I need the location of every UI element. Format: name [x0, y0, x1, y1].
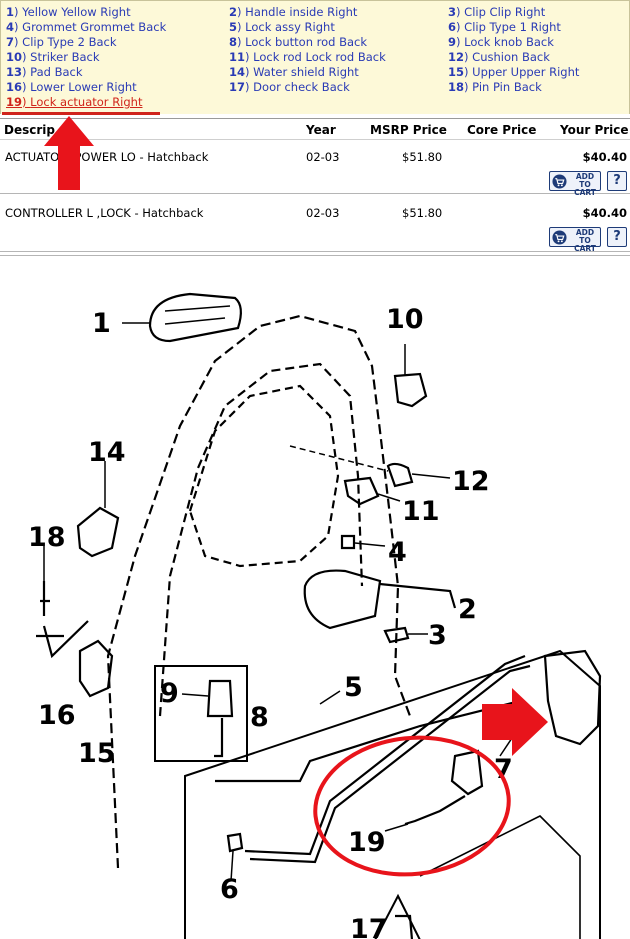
- part-4-grommet: [340, 534, 356, 550]
- legend-column-1: 1) Yellow Yellow Right 4) Grommet Gromme…: [6, 5, 166, 110]
- part-15-upper-hinge: [76, 506, 120, 558]
- part-8-lock-rod: [214, 718, 224, 758]
- callout-4: 4: [388, 537, 407, 568]
- legend-item-12[interactable]: 12) Cushion Back: [448, 50, 550, 64]
- legend-item-17[interactable]: 17) Door check Back: [229, 80, 350, 94]
- callout-15: 14: [88, 437, 126, 468]
- legend-item-18[interactable]: 18) Pin Pin Back: [448, 80, 542, 94]
- cart-icon: [552, 174, 567, 189]
- part-6-clip: [226, 832, 244, 853]
- red-arrow-up-icon: [44, 116, 94, 190]
- row-description: ACTUATOR ,POWER LO - Hatchback: [5, 150, 209, 164]
- legend-item-14[interactable]: 14) Water shield Right: [229, 65, 359, 79]
- callout-9: 9: [160, 678, 179, 709]
- active-legend-underline: [2, 112, 160, 115]
- legend-item-3[interactable]: 3) Clip Clip Right: [448, 5, 546, 19]
- legend-item-4[interactable]: 4) Grommet Grommet Back: [6, 20, 167, 34]
- help-icon[interactable]: ?: [607, 227, 627, 247]
- callout-7: 7: [494, 754, 513, 785]
- door-lock-diagram: 1 10 14 12 11 18 4 2 3 9 8 5 16 15 7 19 …: [28, 292, 602, 939]
- callout-12: 12: [452, 466, 490, 497]
- callout-10: 10: [386, 304, 424, 335]
- legend-item-15[interactable]: 15) Upper Upper Right: [448, 65, 580, 79]
- part-12-cushion: [386, 462, 414, 488]
- part-7-lock-assy: [543, 649, 602, 746]
- legend-item-10[interactable]: 10) Striker Back: [6, 50, 100, 64]
- add-to-cart-button[interactable]: ADD TO CART: [549, 227, 601, 253]
- callout-8: 8: [250, 702, 269, 733]
- column-header-core: Core Price: [467, 123, 537, 137]
- column-header-year: Year: [306, 123, 336, 137]
- row-description: CONTROLLER L ,LOCK - Hatchback: [5, 206, 204, 220]
- part-5-lock-rod: [244, 654, 526, 856]
- callout-14: 17: [350, 914, 388, 939]
- callout-19: 19: [348, 827, 386, 858]
- part-2-inside-handle: [303, 569, 382, 630]
- callout-2: 2: [458, 594, 477, 625]
- callout-16: 15: [78, 738, 116, 769]
- part-1-outer-handle: [148, 292, 242, 343]
- column-header-your-price: Your Price: [560, 123, 629, 137]
- legend-item-8[interactable]: 8) Lock button rod Back: [229, 35, 368, 49]
- column-header-description: Descrip: [4, 123, 55, 137]
- parts-diagram: 1 10 14 12 11 18 4 2 3 9 8 5 16 15 7 19 …: [0, 255, 630, 939]
- row-year: 02-03: [306, 206, 340, 220]
- part-8-9-box: [154, 665, 248, 762]
- legend-column-2: 2) Handle inside Right 5) Lock assy Righ…: [229, 5, 386, 95]
- legend-item-9[interactable]: 9) Lock knob Back: [448, 35, 554, 49]
- legend-item-6[interactable]: 6) Clip Type 1 Right: [448, 20, 561, 34]
- row-your-price: $40.40: [582, 206, 627, 220]
- callout-18: 18: [28, 522, 66, 553]
- legend-item-11[interactable]: 11) Lock rod Lock rod Back: [229, 50, 386, 64]
- part-3-clip: [383, 626, 410, 644]
- part-16-lower-hinge: [78, 639, 114, 698]
- column-header-msrp: MSRP Price: [370, 123, 447, 137]
- callout-6: 6: [220, 874, 239, 905]
- row-year: 02-03: [306, 150, 340, 164]
- part-17-door-check: [36, 620, 89, 659]
- part-10-striker: [393, 372, 428, 408]
- part-11-clip: [343, 476, 380, 506]
- part-14-water-shield: [395, 914, 414, 939]
- add-to-cart-button[interactable]: ADD TO CART: [549, 171, 601, 197]
- callout-11: 11: [402, 496, 440, 527]
- legend-item-2[interactable]: 2) Handle inside Right: [229, 5, 358, 19]
- door-lower-panel: [184, 649, 601, 939]
- row-msrp: $51.80: [402, 150, 443, 164]
- legend-item-13[interactable]: 13) Pad Back: [6, 65, 83, 79]
- legend-item-16[interactable]: 16) Lower Lower Right: [6, 80, 137, 94]
- red-circle-highlight-icon: [313, 735, 511, 877]
- door-panel-inner: [158, 362, 364, 717]
- door-panel-outline: [106, 314, 412, 869]
- door-window-opening: [188, 384, 340, 568]
- help-icon[interactable]: ?: [607, 171, 627, 191]
- part-18-pin: [40, 581, 50, 616]
- callout-5: 5: [344, 672, 363, 703]
- callout-17: 16: [38, 700, 76, 731]
- parts-legend: 1) Yellow Yellow Right 4) Grommet Gromme…: [0, 0, 630, 114]
- legend-item-5[interactable]: 5) Lock assy Right: [229, 20, 335, 34]
- row-your-price: $40.40: [582, 150, 627, 164]
- cart-icon: [552, 230, 567, 245]
- part-9-lock-knob: [206, 679, 234, 718]
- legend-column-3: 3) Clip Clip Right 6) Clip Type 1 Right …: [448, 5, 579, 95]
- callout-3: 3: [428, 620, 447, 651]
- table-row: CONTROLLER L ,LOCK - Hatchback 02-03 $51…: [0, 200, 630, 253]
- legend-item-1[interactable]: 1) Yellow Yellow Right: [6, 5, 131, 19]
- table-row: ACTUATOR ,POWER LO - Hatchback 02-03 $51…: [0, 144, 630, 197]
- legend-item-7[interactable]: 7) Clip Type 2 Back: [6, 35, 117, 49]
- part-19-actuator: [450, 749, 484, 796]
- legend-item-19[interactable]: 19) Lock actuator Right: [6, 95, 143, 109]
- door-lower-shadow: [419, 815, 581, 939]
- callout-1: 1: [92, 308, 111, 339]
- row-msrp: $51.80: [402, 206, 443, 220]
- parts-table-header: Descrip Year MSRP Price Core Price Your …: [0, 118, 630, 140]
- red-arrow-right-icon: [482, 688, 548, 756]
